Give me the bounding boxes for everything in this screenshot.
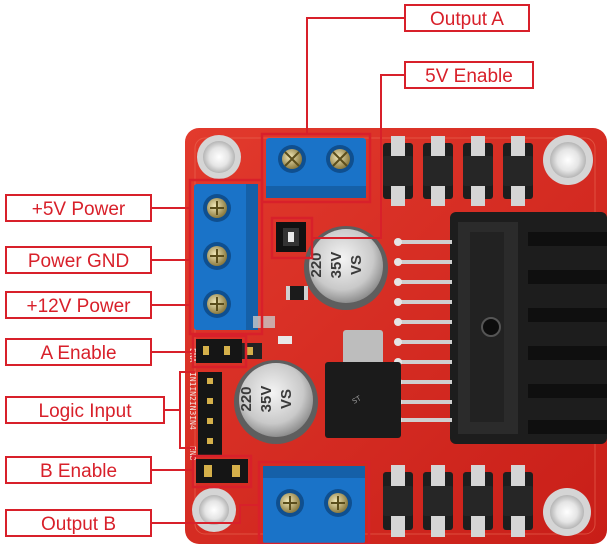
smd-led — [278, 336, 292, 344]
leader-logic-input-bracket — [179, 371, 195, 449]
cap-top-line2: 35V — [328, 252, 345, 279]
cap-bottom-line1: 220 — [238, 386, 255, 411]
label-b-enable: B Enable — [5, 456, 152, 484]
cap-bottom-line3: VS — [278, 389, 295, 409]
cap-top-line3: VS — [348, 255, 365, 275]
label-12v-power: +12V Power — [5, 291, 152, 319]
label-output-a: Output A — [404, 4, 530, 32]
cap-top-line1: 220 — [308, 252, 325, 277]
silk-inputs: IN1IN2IN3IN4 — [188, 372, 197, 430]
label-5v-enable: 5V Enable — [404, 61, 534, 89]
highlight-b-enable — [191, 454, 253, 489]
terminal-power — [194, 184, 258, 330]
label-5v-power: +5V Power — [5, 194, 152, 222]
voltage-regulator: ST — [325, 330, 401, 438]
terminal-output-a — [266, 138, 366, 198]
leader-5v-enable — [312, 74, 404, 239]
mounting-hole-br — [543, 488, 591, 536]
label-output-b: Output B — [5, 509, 152, 537]
diodes-top — [383, 136, 533, 206]
cap-bottom-line2: 35V — [258, 386, 275, 413]
highlight-power-terminal — [188, 178, 264, 336]
mounting-hole-tr — [543, 135, 593, 185]
regulator-marking: ST — [351, 394, 363, 406]
label-logic-input: Logic Input — [5, 396, 165, 424]
mounting-hole-tl — [197, 135, 241, 179]
highlight-output-a — [260, 132, 372, 204]
smd-resistor — [288, 286, 306, 300]
jumper-5v-enable — [276, 222, 306, 252]
heatsink — [450, 212, 607, 444]
capacitor-top: 220 35V VS — [304, 226, 388, 310]
highlight-output-b — [257, 460, 371, 544]
terminal-output-b — [263, 466, 365, 544]
l298n-pins — [398, 240, 452, 422]
capacitor-bottom: 220 35V VS — [234, 360, 318, 444]
header-logic-input — [198, 372, 222, 456]
label-power-gnd: Power GND — [5, 246, 152, 274]
mounting-hole-bl — [192, 488, 236, 532]
leader-output-a — [306, 17, 404, 134]
label-a-enable: A Enable — [5, 338, 152, 366]
silk-enb: ENB — [188, 446, 197, 461]
header-b-enable — [196, 459, 248, 483]
leader-output-b — [152, 504, 259, 524]
diodes-bottom — [383, 465, 533, 537]
